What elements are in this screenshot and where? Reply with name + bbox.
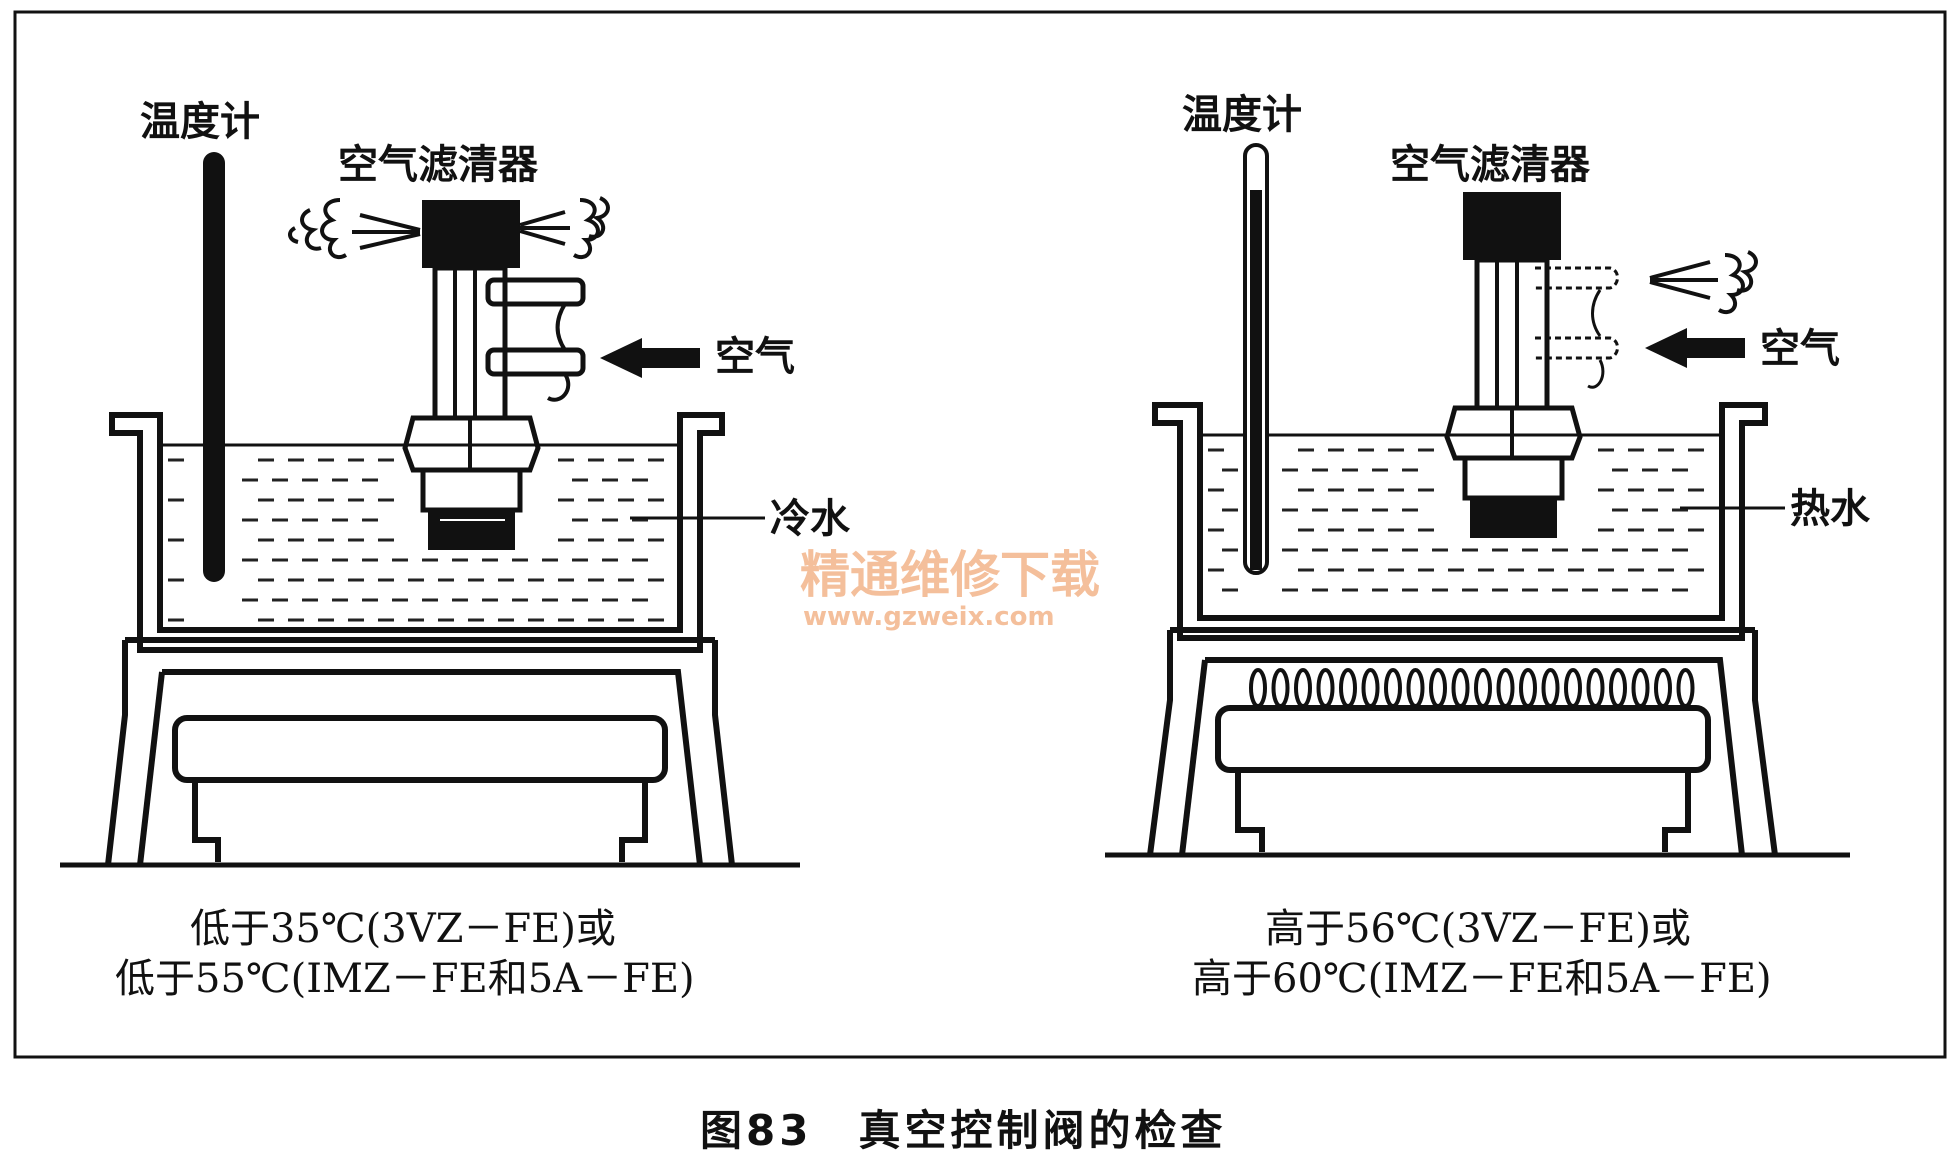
flame: [1631, 668, 1650, 708]
right-air-puff: [1649, 250, 1758, 315]
flame: [1586, 668, 1605, 708]
left-panel: 温度计 空气滤清器: [60, 99, 851, 1002]
flame: [1384, 668, 1402, 708]
right-caption-line1: 高于56℃(3VZ－FE)或: [1265, 906, 1691, 952]
right-stove: [1105, 627, 1850, 858]
flame: [1609, 668, 1627, 708]
right-air-label: 空气: [1760, 326, 1840, 372]
flame: [1676, 668, 1695, 708]
flame: [1271, 668, 1290, 708]
left-air-filter-label: 空气滤清器: [338, 142, 539, 188]
right-valve: [1444, 192, 1619, 538]
watermark-title: 精通维修下载: [800, 546, 1100, 604]
right-air-arrow: [1645, 328, 1745, 368]
flame: [1294, 668, 1312, 708]
left-air-arrow: [600, 338, 700, 378]
watermark-url: www.gzweix.com: [803, 602, 1055, 632]
right-tank: [1152, 402, 1768, 641]
left-air-label: 空气: [715, 334, 795, 380]
right-thermometer-column: [1250, 190, 1262, 570]
left-water: [168, 458, 664, 622]
right-air-filter-label: 空气滤清器: [1390, 142, 1591, 188]
flame: [1451, 668, 1470, 708]
flame: [1361, 668, 1380, 708]
flame: [1564, 668, 1582, 708]
left-air-puff-right: [519, 196, 610, 260]
flame: [1519, 668, 1537, 708]
flame: [1339, 668, 1357, 708]
right-thermometer-label: 温度计: [1182, 92, 1302, 138]
left-thermometer: [203, 152, 225, 582]
figure-caption: 图83 真空控制阀的检查: [700, 1106, 1226, 1155]
right-burner-flames: [1249, 668, 1695, 708]
left-water-label: 冷水: [770, 496, 851, 542]
left-air-puff-left: [288, 198, 421, 260]
left-stove: [60, 637, 800, 868]
right-panel: 温度计 空气滤清器 空气 热水: [1105, 92, 1871, 1002]
left-thermometer-label: 温度计: [140, 99, 260, 145]
right-water: [1208, 448, 1704, 592]
flame: [1654, 668, 1672, 708]
flame: [1541, 668, 1560, 708]
left-caption-line2: 低于55℃(IMZ－FE和5A－FE): [115, 956, 695, 1002]
right-water-label: 热水: [1790, 486, 1871, 532]
left-caption-line1: 低于35℃(3VZ－FE)或: [190, 906, 616, 952]
flame: [1429, 668, 1447, 708]
right-caption-line2: 高于60℃(IMZ－FE和5A－FE): [1192, 956, 1772, 1002]
flame: [1474, 668, 1492, 708]
flame: [1316, 668, 1335, 708]
figure-frame: [13, 10, 1947, 1059]
left-valve: [402, 200, 586, 550]
left-tank: [109, 412, 725, 653]
flame: [1249, 668, 1267, 708]
flame: [1406, 668, 1425, 708]
flame: [1496, 668, 1515, 708]
